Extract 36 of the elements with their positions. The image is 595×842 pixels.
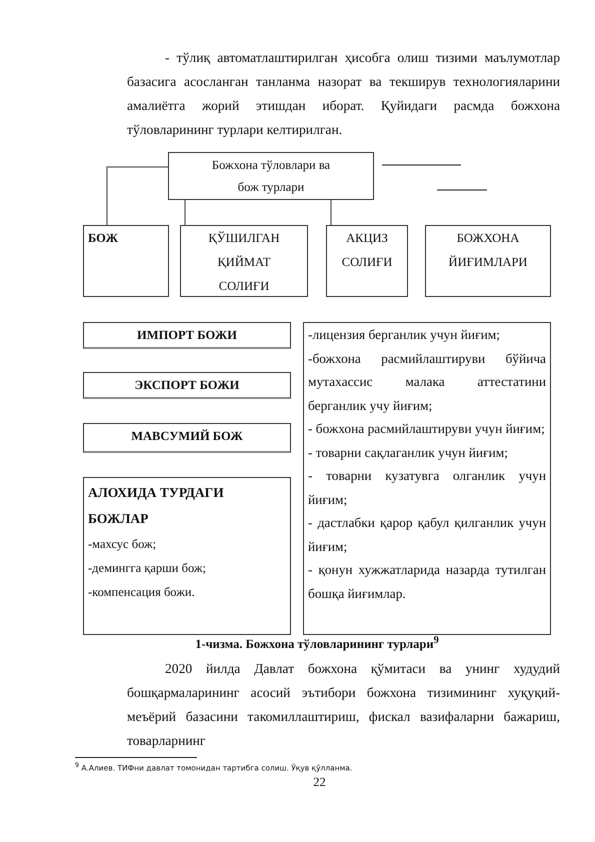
box-label: ҚЎШИЛГАН ҚИЙМАТ СОЛИҒИ (207, 230, 281, 295)
box-label: ЭКСПОРТ БОЖИ (134, 377, 240, 394)
page-number: 22 (312, 775, 327, 790)
list-item: -махсус бож; (88, 536, 158, 553)
category-box (326, 225, 408, 297)
box-label: ИМПОРТ БОЖИ (136, 327, 238, 344)
box-heading: АЛОХИДА ТУРДАГИ БОЖЛАР (88, 484, 225, 528)
list-item: -лицензия берганлик учун йиғим; (308, 326, 501, 344)
category-box (180, 225, 308, 297)
list-item: - қонун хужжатларида назарда тутилган бошқа йиғимлар. (308, 561, 546, 603)
figure-caption: 1-чизма. Божхона тўловларининг турлари$^{9}$ (194, 635, 440, 652)
title-box (168, 152, 374, 200)
box-label: АКЦИЗ СОЛИҒИ (340, 230, 394, 271)
category-box (83, 225, 169, 297)
body-paragraph: 2020 йилда Давлат божхона қўмитаси ва унинг худудий бошқармаларининг асосий эътибори божхона тизимининг хуқуқий-меъёрий базасини такомиллаштириш, фискал вазифаларни бажариш, товарларнинг (127, 660, 560, 750)
fees-box (303, 322, 551, 635)
duty-box (83, 372, 291, 399)
body-paragraph: - тўлиқ автоматлаштирилган ҳисобга олиш тизими маълумотлар базасига асосланган танланма назорат ва текширув технологияларини амалиётга жорий этишдан иборат. Қуйидаги расмда божхона тўловларининг турлари келтирилган. (127, 49, 560, 139)
list-item: - товарни сақлаганлик учун йиғим; (308, 444, 509, 462)
duty-box (83, 477, 291, 635)
list-item: -божхона расмийлаштируви бўйича мутахассис малака аттестатини берганлик учу йиғим; (308, 350, 546, 415)
list-item: -компенсация божи. (88, 584, 196, 601)
box-label: Божхона тўловлари ва бож турлари (210, 157, 332, 196)
connector-line (184, 200, 186, 225)
connector-line (106, 166, 168, 225)
list-item: - товарни кузатувга олганлик учун йиғим; (308, 467, 546, 508)
duty-box (83, 322, 291, 349)
category-box (425, 225, 551, 297)
list-item: -демингга қарши бож; (88, 560, 208, 577)
box-label: БОЖ (88, 230, 119, 247)
list-item: - дастлабки қарор қабул қилганлик учун йиғим; (308, 514, 546, 556)
box-label: МАВСУМИЙ БОЖ (130, 428, 244, 445)
box-label: БОЖХОНА ЙИҒИМЛАРИ (448, 230, 528, 271)
duty-box (83, 423, 291, 453)
list-item: - божхона расмийлаштируви учун йиғим; (308, 420, 546, 438)
connector-line (330, 200, 332, 225)
